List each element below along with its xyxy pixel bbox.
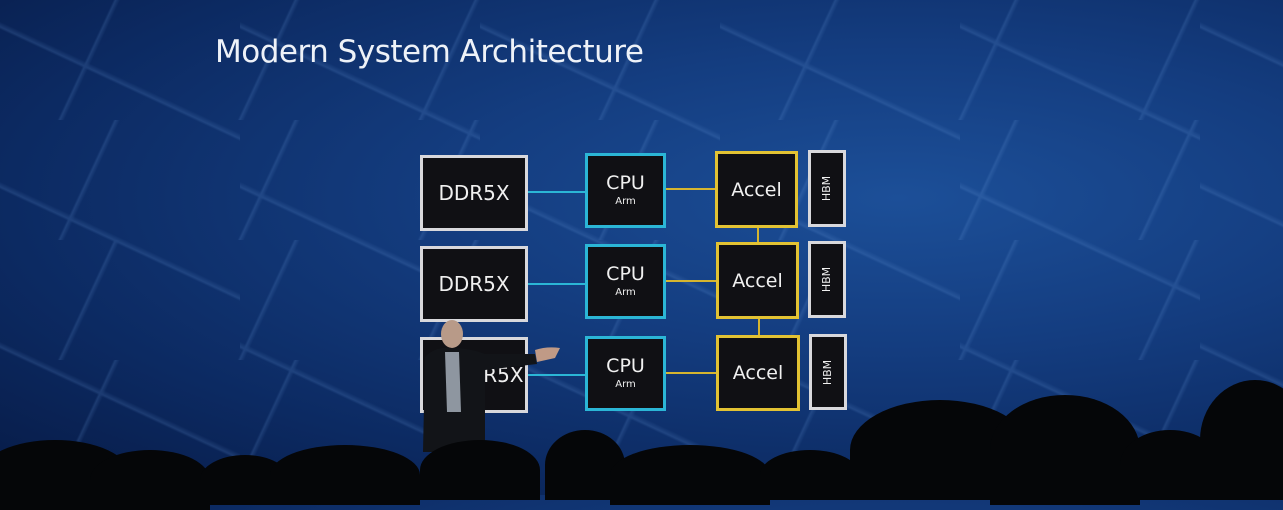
accel-label: Accel: [731, 178, 782, 201]
cpu-sub-label: Arm: [615, 195, 636, 207]
ddr-cpu-link: [527, 191, 585, 193]
cpu-accel-link: [666, 372, 716, 374]
accel-box: Accel: [715, 151, 798, 228]
cpu-accel-link: [666, 280, 716, 282]
ddr5x-label: DDR5X: [438, 272, 510, 296]
cpu-sub-label: Arm: [615, 286, 636, 298]
ddr5x-box: DDR5X: [420, 246, 528, 322]
accel-box: Accel: [716, 242, 799, 319]
cpu-label: CPU: [606, 262, 645, 285]
accel-accel-link: [757, 227, 759, 242]
hbm-box: HBM: [808, 150, 846, 227]
cpu-sub-label: Arm: [615, 378, 636, 390]
hbm-label: HBM: [820, 266, 834, 293]
hbm-label: HBM: [821, 359, 835, 385]
cpu-label: CPU: [606, 171, 645, 194]
ddr-cpu-link: [528, 283, 585, 285]
ddr5x-box: DDR5X: [420, 155, 528, 231]
cpu-label: CPU: [606, 354, 645, 377]
hbm-box: HBM: [808, 241, 846, 318]
slide-title: Modern System Architecture: [215, 34, 644, 70]
accel-accel-link: [758, 318, 760, 335]
presenter-figure: [423, 320, 560, 452]
cpu-accel-link: [665, 188, 715, 190]
accel-box: Accel: [716, 335, 800, 411]
ddr5x-label: DDR5X: [438, 181, 510, 205]
hbm-label: HBM: [820, 175, 834, 202]
ddr-cpu-link: [528, 374, 585, 376]
accel-label: Accel: [732, 362, 784, 384]
accel-label: Accel: [732, 269, 783, 292]
hbm-box: HBM: [809, 334, 847, 410]
